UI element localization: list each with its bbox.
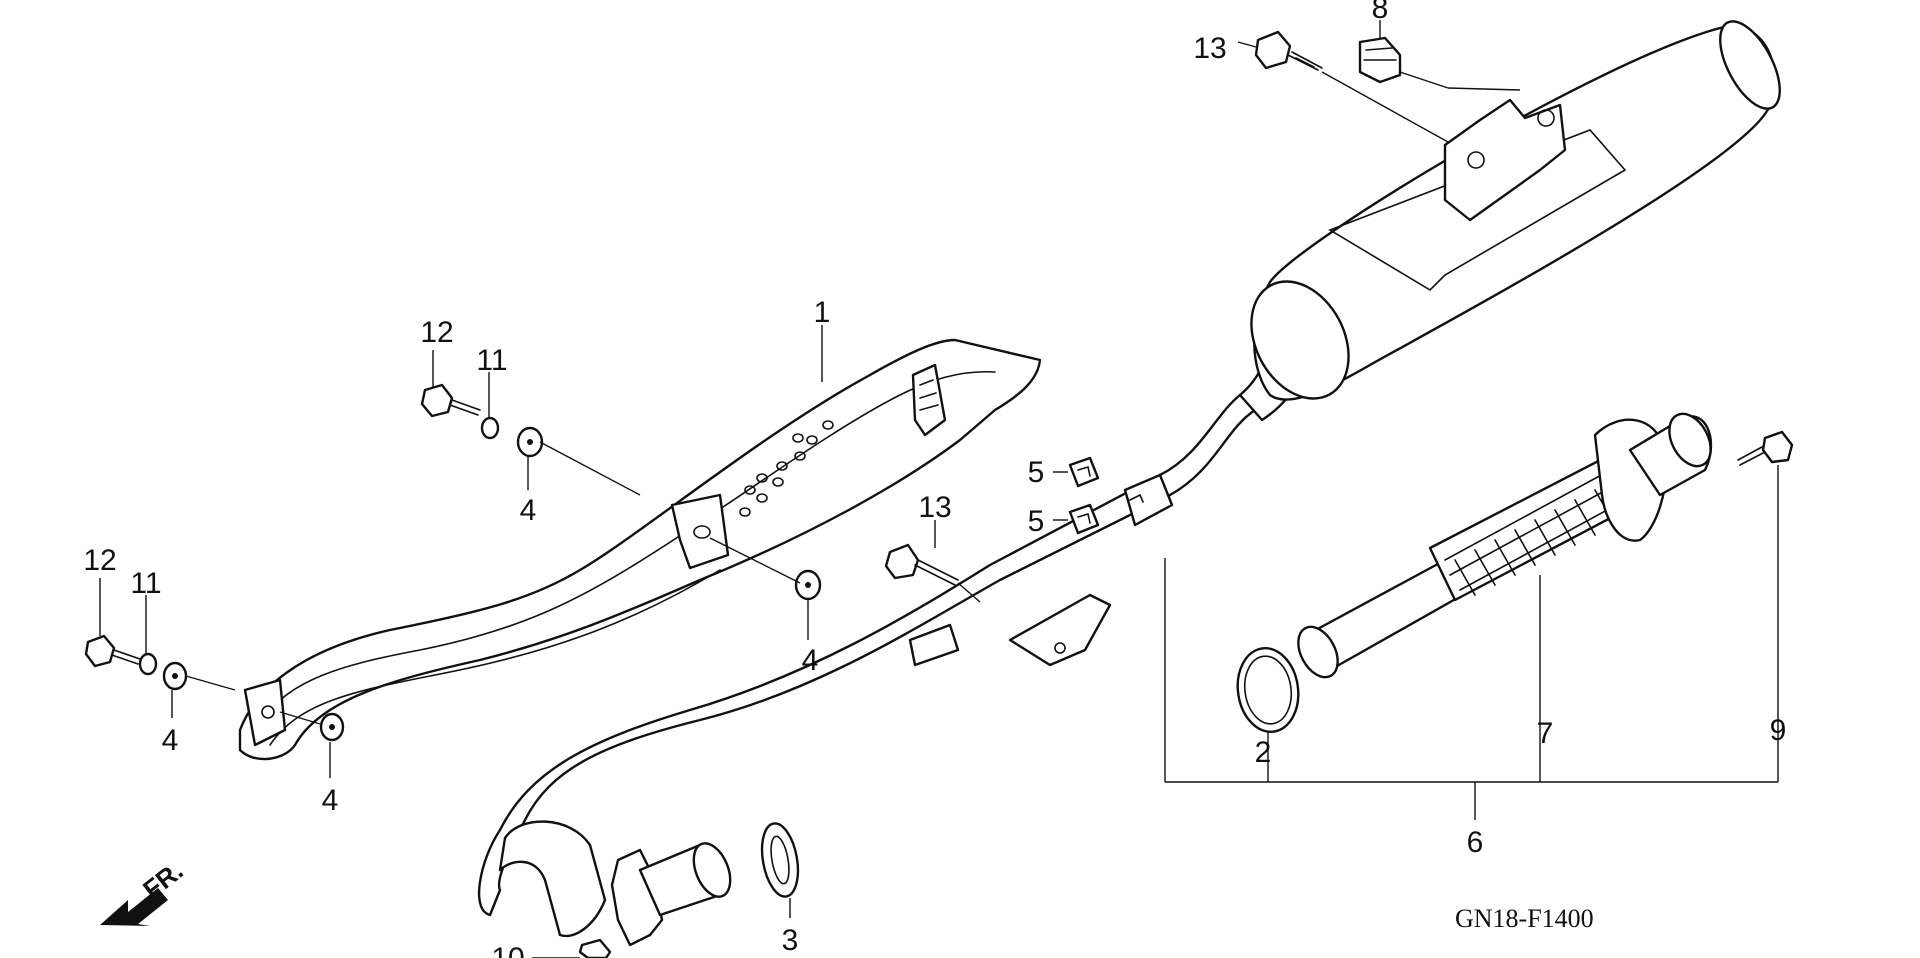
callout-12-lower: 12	[83, 544, 116, 577]
callout-labels: 1 2 3 4 4 4 4 5 5 6 7 8 9 10 11 11 12 12…	[83, 0, 1786, 958]
lower-tab-hole	[261, 705, 275, 719]
muffler-assembly	[477, 20, 1781, 938]
exhaust-gasket-inner	[770, 835, 790, 885]
pipe-bracket-upper	[1123, 473, 1174, 527]
bracket-hole-front	[1467, 151, 1485, 169]
drawing-code: GN18-F1400	[1455, 904, 1594, 933]
front-direction-indicator: FR.	[100, 855, 189, 926]
heat-shield-lower-tab	[243, 678, 287, 747]
callout-13-middle: 13	[918, 491, 951, 524]
exhaust-flange-collar	[692, 842, 732, 898]
exhaust-pipe	[477, 393, 1257, 917]
callout-13-upper: 13	[1193, 32, 1226, 65]
heat-shield-inner-edge-2	[269, 569, 721, 746]
heat-shield-vent-holes	[739, 420, 834, 517]
callout-3: 3	[782, 924, 799, 957]
heat-shield-bracket-front	[670, 493, 730, 570]
callout-8: 8	[1372, 0, 1389, 25]
callout-11-lower: 11	[130, 567, 161, 600]
silencer-front-cap	[1250, 280, 1350, 400]
exhaust-pipe-front-bend	[498, 820, 607, 938]
callout-12-upper: 12	[420, 316, 453, 349]
washer-11-lower	[138, 652, 158, 676]
tail-pipe-outlet-end	[1668, 412, 1712, 468]
heat-shield-group	[238, 338, 1042, 761]
rear-bracket-slots	[919, 379, 939, 411]
heat-shield-inner-edge	[261, 370, 996, 721]
pipe-stay-plate	[1008, 593, 1112, 667]
callout-9: 9	[1770, 714, 1787, 747]
callout-4-mid: 4	[802, 644, 819, 677]
front-direction-label: FR.	[137, 855, 188, 904]
heat-shield-bracket-rear	[911, 363, 947, 437]
callout-7: 7	[1537, 717, 1554, 750]
callout-2: 2	[1255, 736, 1272, 769]
bolt-12-upper	[420, 383, 481, 418]
callout-4-lower-right: 4	[322, 784, 339, 817]
leader-lines	[99, 20, 1779, 958]
silencer-rear-cap	[1719, 20, 1781, 110]
nut-8	[1358, 36, 1402, 84]
exhaust-flange-group	[610, 822, 800, 947]
callout-4-lower-left: 4	[162, 724, 179, 757]
callout-6: 6	[1467, 826, 1484, 859]
silencer-body	[1253, 25, 1776, 401]
spark-arrester-mesh	[1444, 472, 1621, 596]
bolt-9	[1737, 430, 1794, 466]
stay-plate-hole	[1054, 642, 1066, 654]
callout-10: 10	[491, 942, 524, 958]
pipe-bracket-lower	[908, 623, 960, 667]
callout-1: 1	[814, 296, 831, 329]
pipe-bracket-slot	[1129, 493, 1144, 503]
front-arrow-icon	[100, 888, 168, 926]
clip-5-lower	[1068, 503, 1100, 535]
bolt-13-middle	[884, 543, 959, 586]
callout-5-upper: 5	[1028, 456, 1045, 489]
fasteners	[84, 30, 1794, 958]
callout-5-lower: 5	[1028, 505, 1045, 538]
exhaust-gasket	[760, 822, 800, 898]
tail-pipe-group	[1236, 412, 1713, 734]
tail-pipe-gasket-inner	[1243, 655, 1293, 725]
bracket-hole-rear	[1537, 109, 1555, 127]
washer-11-upper	[480, 416, 500, 440]
tail-pipe-gasket	[1236, 646, 1300, 734]
bolt-13-upper	[1254, 30, 1323, 71]
callout-4-upper: 4	[520, 494, 537, 527]
callout-11-upper: 11	[476, 344, 507, 377]
heat-shield	[238, 338, 1042, 761]
bolt-12-lower	[84, 634, 141, 668]
clip-5-upper	[1068, 456, 1100, 488]
front-bracket-hole	[693, 525, 711, 539]
silencer-mount-bracket	[1443, 98, 1567, 222]
tail-pipe-end-cap	[1297, 625, 1339, 679]
nut-10	[578, 938, 612, 958]
